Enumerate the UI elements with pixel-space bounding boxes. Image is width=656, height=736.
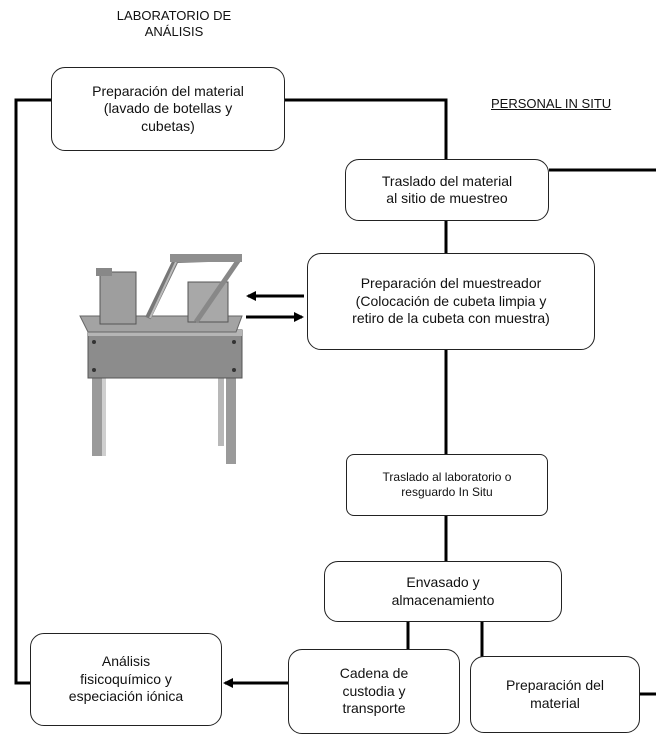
box-preparacion-material-top: Preparación del material (lavado de bote… [51,67,285,151]
box-label: Preparación del muestreador (Colocación … [352,275,550,327]
box-traslado-material: Traslado del material al sitio de muestr… [345,159,549,221]
header-personal-in-situ: PERSONAL IN SITU [491,96,612,111]
box-traslado-laboratorio: Traslado al laboratorio o resguardo In S… [346,454,548,516]
connector-left-loop [14,98,52,685]
box-label: Envasado y almacenamiento [391,574,495,608]
box-label: Cadena de custodia y transporte [339,665,409,717]
box-preparacion-muestreador: Preparación del muestreador (Colocación … [307,253,595,350]
connector-top-to-traslado [285,98,448,160]
box-label: Traslado del material al sitio de muestr… [381,172,513,207]
box-label: Análisis fisicoquímico y especiación ión… [68,653,184,705]
box-label: Preparación del material (lavado de bote… [92,82,244,134]
box-label: Preparación del material [505,677,605,711]
header-laboratorio: LABORATORIO DE ANÁLISIS [116,8,232,40]
sampler-icon [79,254,243,464]
box-envasado: Envasado y almacenamiento [324,561,562,622]
box-preparacion-material-bottom: Preparación del material [470,656,640,733]
box-label: Traslado al laboratorio o resguardo In S… [382,470,512,499]
box-analisis: Análisis fisicoquímico y especiación ión… [30,633,222,726]
box-cadena-custodia: Cadena de custodia y transporte [288,649,460,734]
